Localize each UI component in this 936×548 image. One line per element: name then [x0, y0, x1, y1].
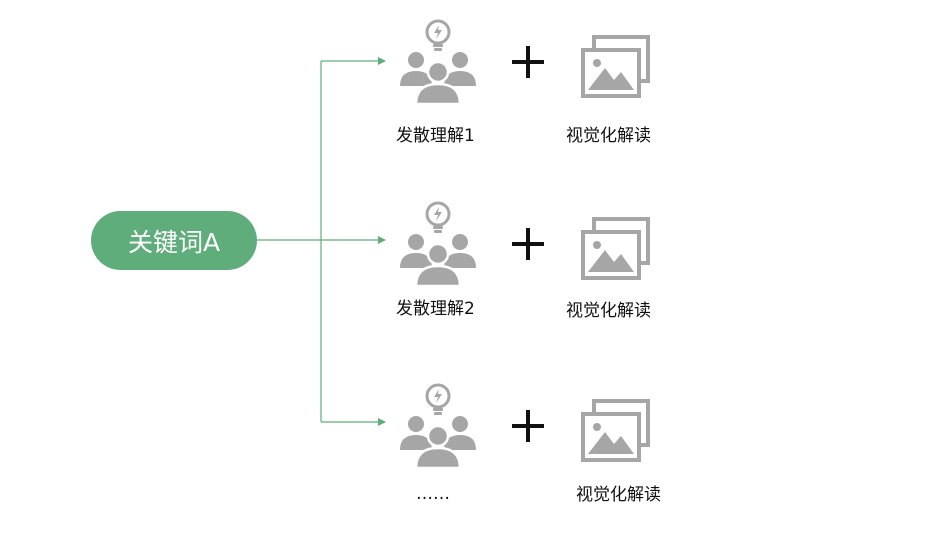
- people-with-lightbulb-icon: [400, 19, 476, 104]
- divergent-understanding-label: 发散理解1: [396, 126, 475, 146]
- branch-row-2: 发散理解2 视觉化解读: [0, 196, 936, 366]
- image-gallery-icon: [581, 35, 650, 98]
- branch-row-3: …… 视觉化解读: [0, 378, 936, 548]
- keyword-label: 关键词A: [127, 227, 221, 257]
- plus-icon: [512, 46, 544, 78]
- connector-lines: [257, 57, 386, 426]
- people-with-lightbulb-icon: [400, 201, 476, 286]
- visual-interpretation-label: 视觉化解读: [566, 126, 651, 146]
- image-gallery-icon: [581, 217, 650, 280]
- plus-icon: [512, 228, 544, 260]
- visual-interpretation-label: 视觉化解读: [576, 485, 661, 505]
- ellipsis-label: ……: [416, 484, 450, 504]
- plus-icon: [512, 410, 544, 442]
- image-gallery-icon: [581, 399, 650, 462]
- diagram-canvas: 关键词A 发散理解1: [0, 14, 936, 505]
- people-with-lightbulb-icon: [400, 383, 476, 468]
- visual-interpretation-label: 视觉化解读: [566, 301, 651, 321]
- branch-row-1: 发散理解1 视觉化解读: [0, 14, 936, 184]
- divergent-understanding-label: 发散理解2: [396, 299, 475, 319]
- keyword-node: 关键词A: [91, 211, 257, 270]
